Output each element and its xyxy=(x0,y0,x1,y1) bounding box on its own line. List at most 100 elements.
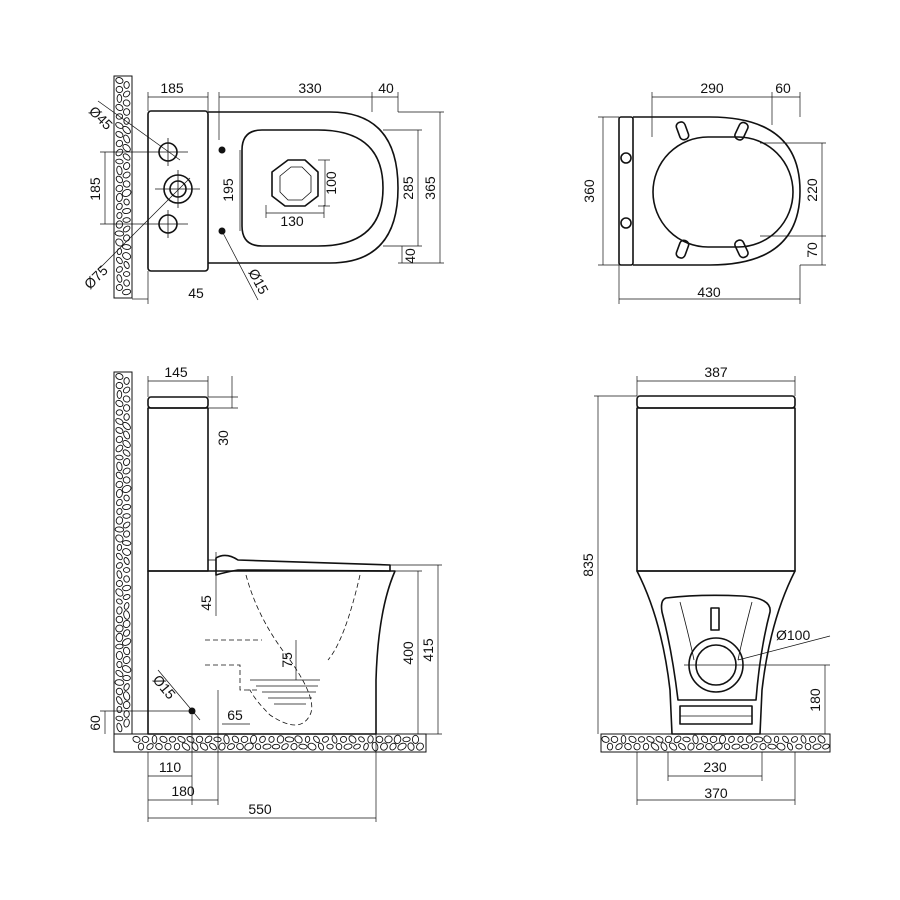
hatch-pebble xyxy=(115,471,124,480)
hatch-pebble xyxy=(123,404,131,412)
hatch-pebble xyxy=(123,683,130,691)
hatch-pebble xyxy=(116,543,123,552)
hatch-pebble xyxy=(705,742,713,751)
hatch-pebble xyxy=(782,735,789,744)
hatch-pebble xyxy=(123,691,131,701)
hatch-pebble xyxy=(115,85,124,94)
hatch-pebble xyxy=(115,77,124,84)
hatch-pebble xyxy=(723,743,731,750)
hatch-pebble xyxy=(800,735,807,744)
hatch-pebble xyxy=(146,743,154,751)
seat-view: 290 60 360 220 70 430 xyxy=(581,80,826,304)
hatch-pebble xyxy=(240,735,249,744)
hatch-pebble xyxy=(116,165,123,176)
hatch-pebble xyxy=(123,413,130,421)
hatch-pebble xyxy=(244,742,254,751)
hatch-pebble xyxy=(335,742,343,751)
dim-inlet-spacing: 195 xyxy=(220,178,236,202)
hatch-pebble xyxy=(123,134,131,144)
hatch-pebble xyxy=(122,674,131,682)
hatch-pebble xyxy=(116,722,123,733)
hatch-pebble xyxy=(731,743,741,750)
hatch-pebble xyxy=(121,665,132,673)
hatch-pebble xyxy=(115,454,124,461)
hatch-pebble xyxy=(115,139,124,148)
dim-outlet-height: 100 xyxy=(323,171,339,195)
hatch-pebble xyxy=(601,735,610,743)
hatch-pebble xyxy=(122,386,131,394)
hatch-pebble xyxy=(123,81,130,89)
hatch-pebble xyxy=(397,742,407,751)
hatch-pebble xyxy=(115,444,124,453)
hatch-pebble xyxy=(164,742,172,751)
dim-tank-width: 185 xyxy=(160,80,184,96)
hatch-pebble xyxy=(808,735,817,743)
hatch-pebble xyxy=(696,743,704,751)
dim-outlet-offset: 180 xyxy=(171,783,195,799)
hatch-pebble xyxy=(116,498,123,507)
hatch-pebble xyxy=(116,212,123,219)
hatch-pebble xyxy=(660,742,668,751)
front-tank-lid xyxy=(636,395,796,409)
hatch-pebble xyxy=(116,247,123,256)
hatch-pebble xyxy=(628,735,637,743)
side-view: 145 30 45 75 65 Ø15 60 400 415 110 180 5 xyxy=(87,364,442,822)
hatch-pebble xyxy=(633,742,641,751)
hatch-pebble xyxy=(116,390,123,399)
hatch-pebble xyxy=(114,679,125,686)
dim-outlet-length: 130 xyxy=(280,213,304,229)
hatch-pebble xyxy=(115,632,124,643)
hatch-pebble xyxy=(646,735,655,743)
hatch-pebble xyxy=(123,430,131,440)
hatch-pebble xyxy=(132,735,141,743)
hatch-pebble xyxy=(740,743,750,750)
hatch-pebble xyxy=(276,735,285,744)
hatch-pebble xyxy=(367,735,374,744)
hatch-pebble xyxy=(673,735,682,744)
dim-lid-height: 30 xyxy=(215,430,231,446)
hatch-pebble xyxy=(637,736,646,743)
hatch-pebble xyxy=(122,180,131,188)
hatch-pebble xyxy=(123,530,131,538)
dim-bottom-offset: 40 xyxy=(402,248,418,264)
hatch-pebble xyxy=(115,399,124,408)
outlet-hole xyxy=(271,159,319,207)
hatch-pebble xyxy=(682,736,691,743)
dim-diameter-15: Ø15 xyxy=(245,266,272,297)
tank-body xyxy=(147,407,209,572)
hatch-pebble xyxy=(123,458,131,466)
hatch-pebble xyxy=(122,584,132,592)
hatch-pebble xyxy=(122,594,131,600)
hatch-pebble xyxy=(402,736,411,743)
seat-outline xyxy=(633,116,801,266)
dim-outlet-height-front: 180 xyxy=(807,688,823,712)
dim-base-inner: 230 xyxy=(703,759,727,775)
hatch-pebble xyxy=(115,643,124,650)
dim-side-overall: 550 xyxy=(248,801,272,817)
hatch-pebble xyxy=(271,743,281,750)
hatch-pebble xyxy=(115,256,123,265)
hatch-pebble xyxy=(122,395,131,403)
floor-hatch-front xyxy=(600,733,831,753)
hatch-pebble xyxy=(122,476,131,484)
hatch-pebble xyxy=(358,736,365,743)
dim-rim-height: 415 xyxy=(420,638,436,662)
hatch-pebble xyxy=(122,288,132,296)
dim-seat-depth: 360 xyxy=(581,179,597,203)
dim-bowl-height: 400 xyxy=(400,641,416,665)
hatch-pebble xyxy=(122,271,131,277)
hatch-pebble xyxy=(348,735,357,744)
hatch-pebble xyxy=(122,217,131,223)
hatch-pebble xyxy=(195,735,204,744)
hatch-pebble xyxy=(331,735,338,744)
hatch-pebble xyxy=(122,125,131,135)
dim-overall-depth: 365 xyxy=(422,176,438,200)
hatch-pebble xyxy=(122,700,131,710)
hatch-pebble xyxy=(115,624,124,633)
dim-front-tank-width: 387 xyxy=(704,364,728,380)
hatch-pebble xyxy=(687,742,695,751)
hatch-pebble xyxy=(115,381,124,390)
inlet-dot-top xyxy=(218,146,226,154)
hatch-pebble xyxy=(268,735,275,743)
hatch-pebble xyxy=(115,284,123,291)
